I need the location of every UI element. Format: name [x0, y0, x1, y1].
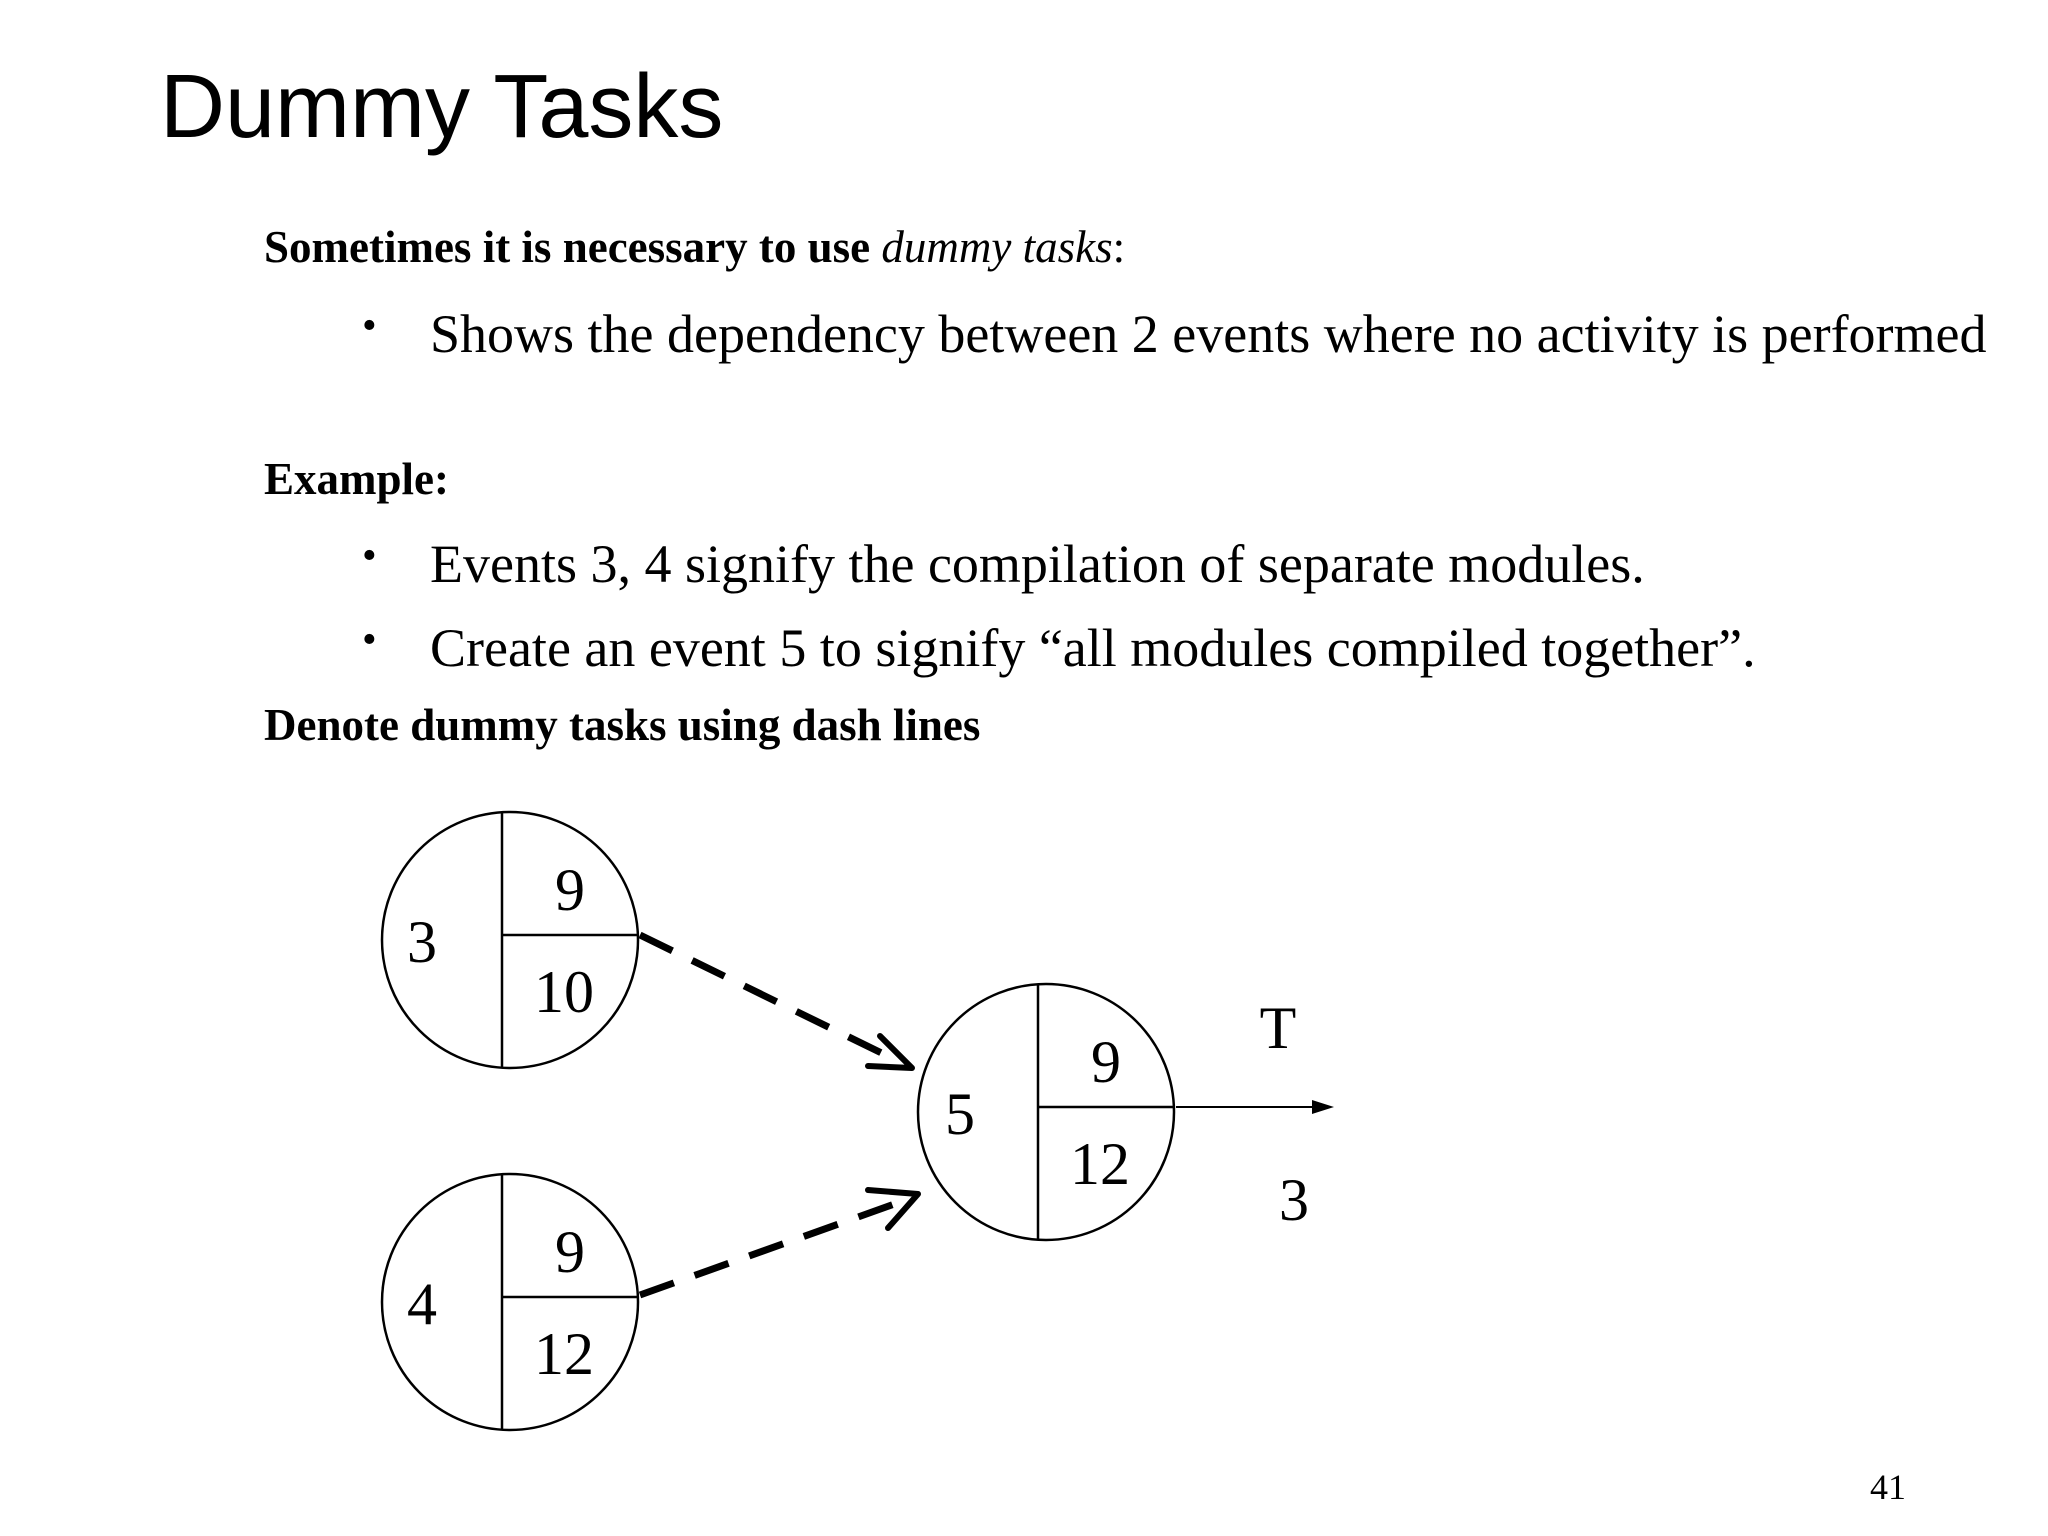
event-node: 4 9 12	[380, 1172, 640, 1432]
activity-label-name: T	[1260, 995, 1297, 1061]
event-latest-time: 10	[534, 959, 594, 1025]
event-latest-time: 12	[1070, 1131, 1130, 1197]
dummy-edge-4-5	[638, 1187, 921, 1299]
intro-text: Sometimes it is necessary to use	[264, 222, 882, 272]
example-bullet-text: Events 3, 4 signify the compilation of s…	[430, 534, 1645, 594]
intro-emphasis: dummy tasks	[881, 222, 1113, 272]
event-earliest-time: 9	[555, 1219, 585, 1285]
example-label: Example:	[264, 454, 449, 504]
intro-bullet-text: Shows the dependency between 2 events wh…	[430, 304, 1987, 364]
event-latest-time: 12	[534, 1321, 594, 1387]
event-id: 3	[407, 909, 437, 975]
event-node: 3 9 10	[380, 810, 640, 1070]
intro-line: Sometimes it is necessary to use dummy t…	[264, 222, 1125, 274]
bullet-dot: •	[362, 303, 377, 349]
event-id: 4	[407, 1271, 437, 1337]
intro-suffix: :	[1112, 222, 1126, 272]
bullet-dot: •	[362, 617, 377, 663]
slide-title: Dummy Tasks	[160, 57, 724, 157]
activity-edge-5	[1176, 1100, 1334, 1114]
event-earliest-time: 9	[1091, 1029, 1121, 1095]
dummy-edge-3-5	[638, 931, 915, 1071]
event-id: 5	[945, 1081, 975, 1147]
page-number: 41	[1870, 1467, 1906, 1507]
dash-line-note: Denote dummy tasks using dash lines	[264, 700, 981, 750]
bullet-dot: •	[362, 533, 377, 579]
example-bullet-text: Create an event 5 to signify “all module…	[430, 618, 1756, 678]
event-node: 5 9 12	[916, 982, 1176, 1242]
activity-label-duration: 3	[1279, 1167, 1309, 1233]
event-earliest-time: 9	[555, 857, 585, 923]
